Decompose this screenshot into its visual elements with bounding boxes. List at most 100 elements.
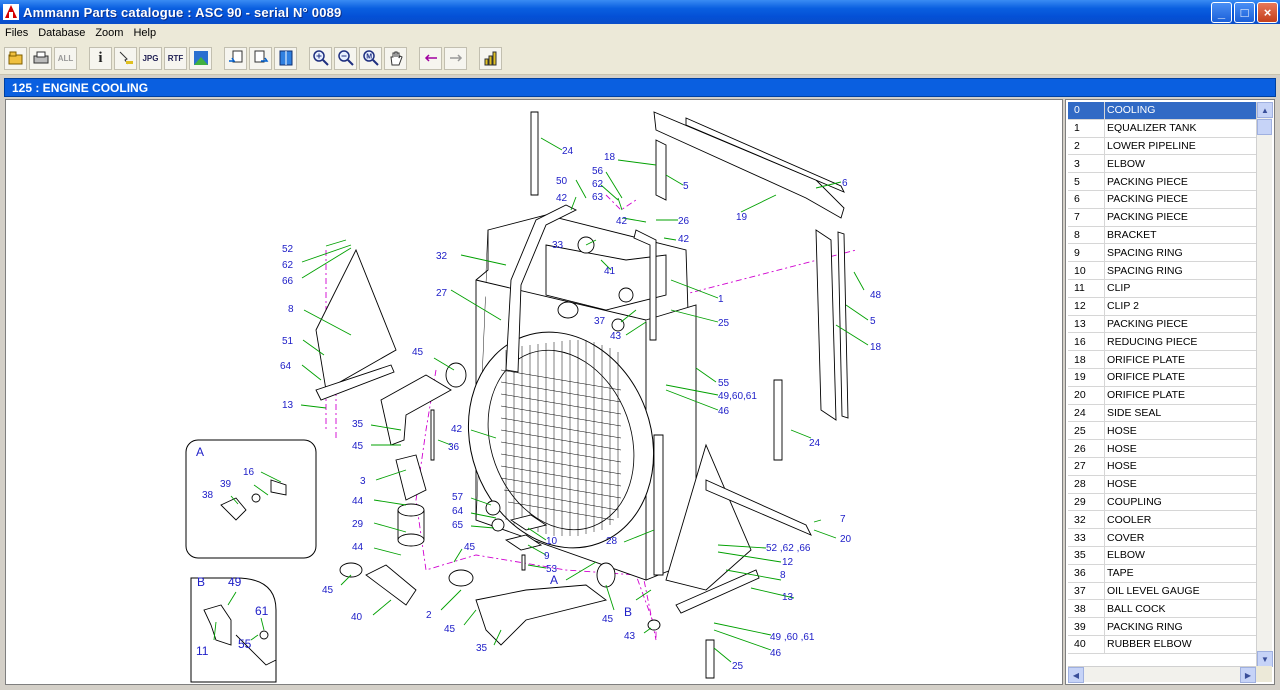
callout-38[interactable]: 38 <box>202 490 214 501</box>
callout-57[interactable]: 57 <box>452 492 464 503</box>
callout-8[interactable]: 8 <box>780 570 786 581</box>
callout-28[interactable]: 28 <box>606 536 618 547</box>
callout-11[interactable]: 11 <box>196 644 209 658</box>
close-button[interactable]: × <box>1257 2 1278 23</box>
callout-63[interactable]: 63 <box>592 192 604 203</box>
callout-8[interactable]: 8 <box>288 304 294 315</box>
callout-55[interactable]: 55 <box>238 637 252 651</box>
menu-zoom[interactable]: Zoom <box>95 27 124 39</box>
callout-6[interactable]: 6 <box>842 178 848 189</box>
callout-25[interactable]: 25 <box>718 318 730 329</box>
callout-49[interactable]: 49 <box>228 575 242 589</box>
callout-27[interactable]: 27 <box>436 288 448 299</box>
callout-43[interactable]: 43 <box>610 331 622 342</box>
callout-39[interactable]: 39 <box>220 479 232 490</box>
select-icon[interactable] <box>114 46 137 70</box>
callout-62[interactable]: 62 <box>592 179 604 190</box>
callout-13[interactable]: 13 <box>782 592 794 603</box>
callout-52[interactable]: 52 <box>282 244 294 255</box>
callout-53[interactable]: 53 <box>546 564 558 575</box>
callout-42[interactable]: 42 <box>616 216 628 227</box>
callout-25[interactable]: 25 <box>732 661 744 672</box>
callout-44[interactable]: 44 <box>352 496 364 507</box>
zoom-out-icon[interactable] <box>334 46 357 70</box>
print-icon[interactable] <box>29 46 52 70</box>
maximize-button[interactable]: □ <box>1234 2 1255 23</box>
callout-48[interactable]: 48 <box>870 290 882 301</box>
menu-files[interactable]: Files <box>5 27 29 39</box>
callout-24[interactable]: 24 <box>562 146 574 157</box>
callout-5[interactable]: 5 <box>870 316 876 327</box>
scroll-up-button[interactable]: ▲ <box>1257 102 1273 118</box>
callout-50[interactable]: 50 <box>556 176 568 187</box>
callout-40[interactable]: 40 <box>351 612 363 623</box>
callout-45[interactable]: 45 <box>352 441 364 452</box>
scroll-left-button[interactable]: ◀ <box>1068 667 1084 683</box>
callout-46[interactable]: 46 <box>770 648 782 659</box>
callout-46[interactable]: 46 <box>718 406 730 417</box>
callout-37[interactable]: 37 <box>594 316 606 327</box>
zoom-fit-icon[interactable]: M <box>359 46 382 70</box>
callout-7[interactable]: 7 <box>840 514 846 525</box>
callout-32[interactable]: 32 <box>436 251 448 262</box>
callout-19[interactable]: 19 <box>736 212 748 223</box>
back-icon[interactable] <box>419 46 442 70</box>
callout-55[interactable]: 55 <box>718 378 730 389</box>
callout-51[interactable]: 51 <box>282 336 294 347</box>
page-prev-icon[interactable] <box>224 46 247 70</box>
chart-icon[interactable] <box>479 46 502 70</box>
callout-44[interactable]: 44 <box>352 542 364 553</box>
callout-5[interactable]: 5 <box>683 181 689 192</box>
callout-33[interactable]: 33 <box>552 240 564 251</box>
callout-9[interactable]: 9 <box>544 551 550 562</box>
callout-24[interactable]: 24 <box>809 438 821 449</box>
callout-16[interactable]: 16 <box>243 467 255 478</box>
menu-help[interactable]: Help <box>133 27 157 39</box>
callout-3[interactable]: 3 <box>360 476 366 487</box>
callout-45[interactable]: 45 <box>464 542 476 553</box>
callout-49-60-61[interactable]: 49,60,61 <box>718 391 757 402</box>
callout-45[interactable]: 45 <box>602 614 614 625</box>
horizontal-scrollbar[interactable]: ◀ ▶ <box>1068 666 1256 683</box>
pan-icon[interactable] <box>384 46 407 70</box>
info-icon[interactable]: i <box>89 46 112 70</box>
callout-42[interactable]: 42 <box>556 193 568 204</box>
callout-35[interactable]: 35 <box>352 419 364 430</box>
image-icon[interactable] <box>189 46 212 70</box>
export-rtf-icon[interactable]: RTF <box>164 46 187 70</box>
callout-45[interactable]: 45 <box>322 585 334 596</box>
callout-42[interactable]: 42 <box>678 234 690 245</box>
callout-13[interactable]: 13 <box>282 400 294 411</box>
callout-41[interactable]: 41 <box>604 266 616 277</box>
book-icon[interactable] <box>274 46 297 70</box>
callout-56[interactable]: 56 <box>592 166 604 177</box>
forward-icon[interactable] <box>444 46 467 70</box>
vertical-scrollbar[interactable]: ▲ ▼ <box>1256 102 1273 667</box>
callout-61[interactable]: 61 <box>255 604 269 618</box>
callout-64[interactable]: 64 <box>280 361 292 372</box>
menu-database[interactable]: Database <box>38 27 86 39</box>
callout-45[interactable]: 45 <box>412 347 424 358</box>
print-all-icon[interactable]: ALL <box>54 46 77 70</box>
